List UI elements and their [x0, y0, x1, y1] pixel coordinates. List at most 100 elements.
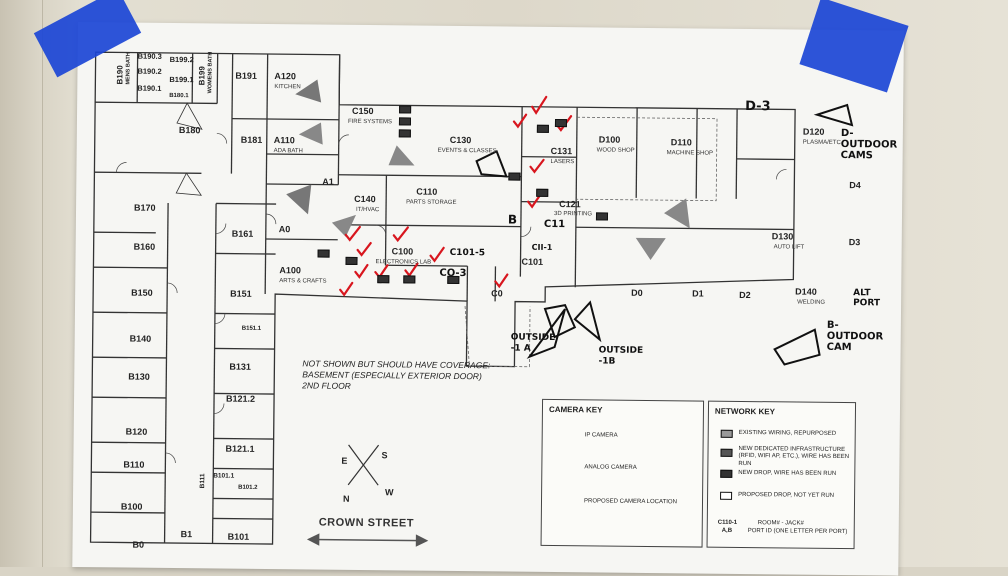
room-b111: B111	[199, 473, 206, 488]
room-c150-sub: FIRE SYSTEMS	[348, 119, 392, 125]
room-a100: A100	[279, 266, 301, 275]
network-jack	[345, 257, 357, 265]
network-key: NETWORK KEY EXISTING WIRING, REPURPOSED …	[707, 401, 857, 550]
room-c150: C150	[352, 107, 374, 116]
room-c0: C0	[491, 289, 503, 298]
network-key-sample-port: A,B	[722, 528, 732, 536]
room-b190-2: B190.2	[137, 68, 161, 76]
street-name: CROWN STREET	[319, 517, 414, 530]
room-b101-2: B101.2	[238, 485, 257, 491]
handwriting-outside-1a: OUTSIDE -1 A	[511, 333, 551, 355]
existing-jack-icon	[721, 430, 733, 438]
network-key-new-drop: NEW DROP, WIRE HAS BEEN RUN	[738, 470, 836, 479]
room-c130: C130	[450, 136, 472, 145]
room-b190-sub: MENS BATH	[125, 52, 131, 84]
room-d140-sub: WELDING	[797, 300, 825, 306]
room-c121-sub: 3D PRINTING	[554, 211, 592, 217]
room-b190: B190	[115, 65, 124, 84]
network-jack	[508, 173, 520, 181]
room-c130-sub: EVENTS & CLASSES	[438, 148, 497, 155]
room-c100-sub: ELECTRONICS LAB	[375, 259, 431, 266]
room-d0: D0	[631, 289, 643, 298]
room-b160: B160	[134, 243, 156, 252]
network-key-existing: EXISTING WIRING, REPURPOSED	[739, 430, 836, 439]
room-b199: B199	[197, 66, 206, 85]
room-b151-1: B151.1	[242, 326, 261, 332]
handwriting-d3: D-3	[745, 99, 771, 114]
handwriting-co3: CO-3	[439, 268, 466, 279]
network-key-port-id: PORT ID (ONE LETTER PER PORT)	[748, 528, 848, 537]
room-b101: B101	[228, 533, 250, 542]
room-b150: B150	[131, 289, 153, 298]
room-c131: C131	[551, 147, 573, 156]
network-jack	[399, 105, 411, 113]
handwriting-b-mark: B	[508, 213, 517, 227]
wall-edge	[0, 0, 43, 567]
compass-icon	[348, 445, 378, 485]
room-b121-2: B121.2	[226, 395, 255, 404]
room-d130-sub: AUTO LIFT	[774, 244, 805, 250]
network-key-proposed-drop: PROPOSED DROP, NOT YET RUN	[738, 492, 834, 501]
network-jack	[318, 250, 330, 258]
room-d130: D130	[772, 232, 794, 241]
network-key-sample-jack: C110-1	[718, 520, 737, 528]
network-jack	[536, 189, 548, 197]
room-d2: D2	[739, 291, 751, 300]
room-c131-sub: LASERS	[551, 159, 575, 165]
room-c121: C121	[559, 200, 581, 209]
room-b121-1: B121.1	[225, 445, 254, 454]
room-b190-3: B190.3	[138, 53, 162, 61]
room-d1: D1	[692, 289, 704, 298]
room-a100-sub: ARTS & CRAFTS	[279, 278, 326, 284]
network-jack	[537, 125, 549, 133]
network-jack	[399, 129, 411, 137]
room-b140: B140	[130, 335, 152, 344]
compass-w: W	[385, 488, 394, 497]
floor-plan-sheet: B190 MENS BATH B199 WOMENS BATH B190.3 B…	[72, 22, 904, 576]
camera-key-analog: ANALOG CAMERA	[584, 464, 636, 472]
room-d100-sub: WOOD SHOP	[597, 147, 635, 153]
room-b130: B130	[128, 373, 150, 382]
proposed-drop-jack-icon	[720, 492, 732, 500]
room-b199-sub: WOMENS BATH	[207, 52, 213, 94]
room-b131: B131	[229, 363, 251, 372]
room-c100: C100	[392, 247, 414, 256]
room-d110-sub: MACHINE SHOP	[667, 150, 713, 156]
room-b161: B161	[232, 230, 254, 239]
room-a120: A120	[274, 72, 296, 81]
new-infra-jack-icon	[720, 449, 732, 457]
camera-key-ip: IP CAMERA	[585, 432, 618, 440]
network-key-room-jack: ROOM# - JACK#	[758, 520, 804, 528]
room-d4: D4	[849, 181, 861, 190]
room-d120-sub: PLASMA/ETC	[803, 140, 841, 146]
room-d100: D100	[599, 135, 621, 144]
network-jack	[555, 119, 567, 127]
handwriting-d-outdoor: D-OUTDOOR CAMS	[841, 128, 891, 162]
room-b0: B0	[132, 541, 144, 550]
room-b180: B180	[179, 126, 201, 135]
room-b151: B151	[230, 290, 252, 299]
handwriting-b-outdoor: B-OUTDOOR CAM	[827, 320, 887, 354]
room-c140-sub: IT/HVAC	[356, 207, 379, 213]
network-key-title: NETWORK KEY	[715, 407, 775, 417]
room-b199-1: B199.1	[169, 76, 193, 84]
room-d110: D110	[671, 138, 692, 147]
room-d120: D120	[803, 128, 825, 137]
coverage-note: NOT SHOWN BUT SHOULD HAVE COVERAGE: BASE…	[302, 358, 490, 393]
network-jack	[399, 117, 411, 125]
room-b191: B191	[235, 72, 257, 81]
room-a1: A1	[322, 178, 334, 187]
camera-key-proposed: PROPOSED CAMERA LOCATION	[584, 498, 677, 506]
room-b120: B120	[126, 428, 148, 437]
room-b180-1: B180.1	[169, 93, 188, 99]
room-c110: C110	[416, 188, 437, 197]
handwriting-alt-port: ALT PORT	[853, 288, 887, 308]
compass-n: N	[343, 495, 350, 504]
room-a110-sub: ADA BATH	[274, 148, 303, 154]
room-b170: B170	[134, 204, 156, 213]
room-d140: D140	[795, 288, 817, 297]
room-b181: B181	[241, 136, 263, 145]
network-jack	[377, 275, 389, 283]
network-jack	[596, 212, 608, 220]
camera-key: CAMERA KEY IP CAMERA ANALOG CAMERA PROPO…	[541, 399, 705, 548]
